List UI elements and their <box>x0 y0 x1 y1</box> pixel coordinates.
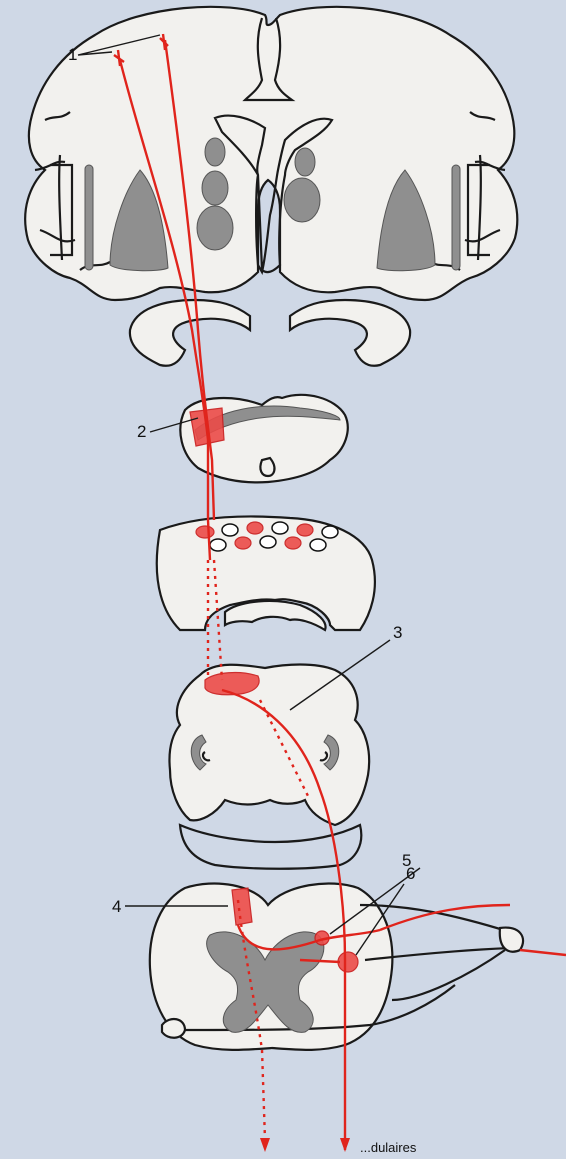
label-2: 2 <box>137 422 146 441</box>
label-4: 4 <box>112 897 121 916</box>
pons-section <box>157 516 375 630</box>
footer-text: ...dulaires <box>360 1140 417 1155</box>
label-6: 6 <box>406 864 415 883</box>
label-1: 1 <box>68 45 77 64</box>
label-3: 3 <box>393 623 402 642</box>
